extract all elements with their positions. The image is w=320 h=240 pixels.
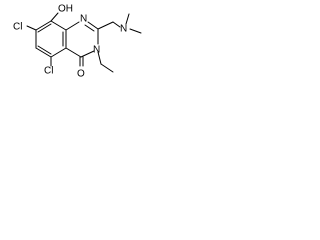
carbonyl-oxygen-label: O [77,69,85,80]
chlorine-upper-label: Cl [13,22,22,33]
bond [97,21,114,30]
bond [50,12,59,22]
bond [84,24,95,32]
ring-nitrogen-top-label: N [80,14,87,25]
bond [50,20,67,31]
bond [97,51,102,65]
dimethylamino-nitrogen-label: N [120,24,127,35]
bond [80,50,95,58]
ring-nitrogen-bottom-label: N [93,45,100,56]
chlorine-lower-label: Cl [44,66,53,77]
bond [129,28,142,34]
bond [65,47,82,58]
bond [125,13,130,25]
bond [37,45,52,55]
bond [35,47,52,58]
bond [35,20,52,31]
bond [50,47,67,58]
bond [100,63,114,73]
bond [112,21,121,28]
bond [26,25,37,31]
bond [87,21,99,30]
hydroxyl-label: OH [58,4,73,15]
chemical-structure: Cl Cl OH N N N O [13,4,142,80]
bond [65,21,80,31]
bond [37,23,52,33]
